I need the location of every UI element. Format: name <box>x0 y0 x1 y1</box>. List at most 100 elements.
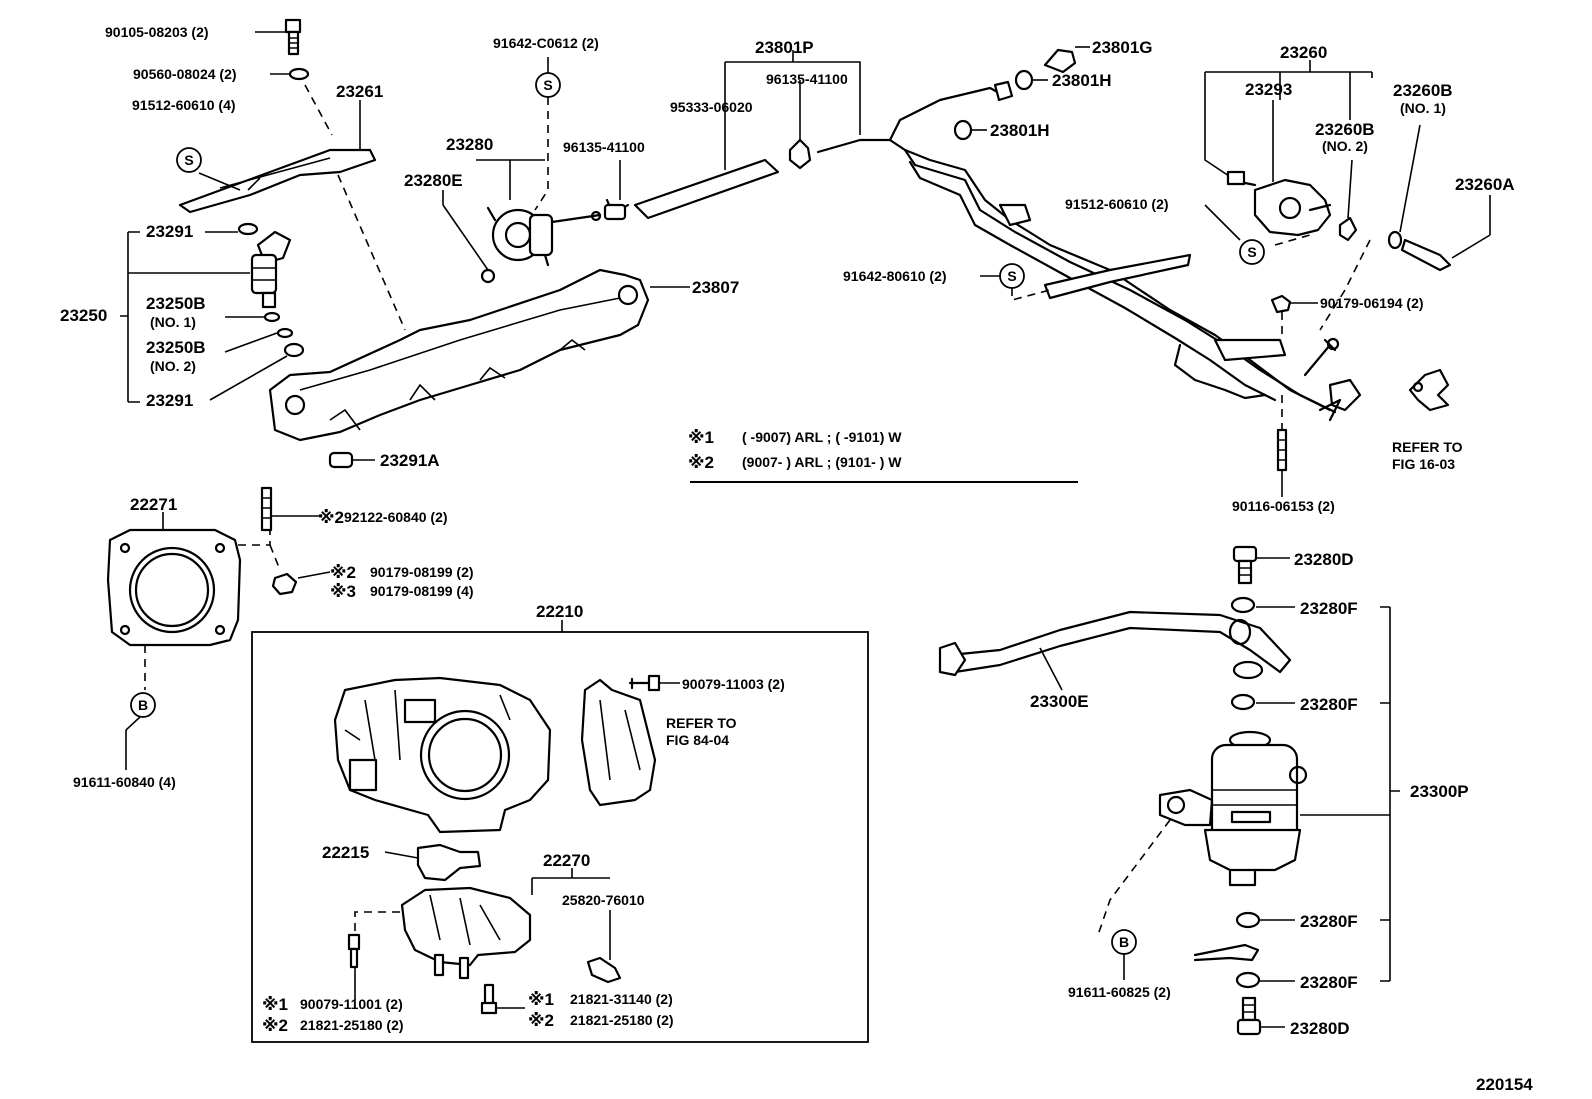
label-23807: 23807 <box>692 278 739 297</box>
svg-text:B: B <box>1119 934 1129 950</box>
label-90116: 90116-06153 (2) <box>1232 498 1335 514</box>
label-22270: 22270 <box>543 851 590 870</box>
label-22215: 22215 <box>322 843 369 862</box>
label-21821c: 21821-25180 (2) <box>570 1012 674 1028</box>
label-23260B2: 23260B <box>1315 120 1375 139</box>
svg-text:S: S <box>1007 268 1016 284</box>
label-23250b1: 23250B <box>146 294 206 313</box>
gasket-23280F-1 <box>1230 596 1256 614</box>
label-91611b: 91611-60825 (2) <box>1068 984 1171 1000</box>
label-23261: 23261 <box>336 82 383 101</box>
label-23260A: 23260A <box>1455 175 1515 194</box>
gasket-23280F-4 <box>1235 971 1261 989</box>
bracket-clip <box>1193 943 1260 962</box>
label-refer2b: FIG 84-04 <box>666 732 729 748</box>
label-23250: 23250 <box>60 306 107 325</box>
label-90179b: 90179-08199 (2) <box>370 564 474 580</box>
label-23291A: 23291A <box>380 451 440 470</box>
label-23280F4: 23280F <box>1300 973 1358 992</box>
label-23280D2: 23280D <box>1290 1019 1350 1038</box>
bolt-90105 <box>284 18 302 56</box>
label-23260B1: 23260B <box>1393 81 1453 100</box>
throttle-position-sensor <box>580 678 657 807</box>
label-22210: 22210 <box>536 602 583 621</box>
label-refer1a: REFER TO <box>1392 439 1463 455</box>
mark-2a: ※2 <box>318 508 344 527</box>
gasket-23280F-3 <box>1235 911 1261 929</box>
label-90179c: 90179-08199 (4) <box>370 583 474 599</box>
label-22271: 22271 <box>130 495 177 514</box>
gasket-22215 <box>416 843 482 882</box>
label-23291a: 23291 <box>146 222 193 241</box>
mark-1b: ※1 <box>528 990 554 1009</box>
note1-text: ( -9007) ARL ; ( -9101) W <box>742 429 902 445</box>
mark-2d: ※2 <box>528 1011 554 1030</box>
union-bolt-23280D-top <box>1232 545 1258 585</box>
hose-clamp-b <box>788 138 812 170</box>
label-91642b: 91642-80610 (2) <box>843 268 947 284</box>
s-symbol-pipe: S <box>999 263 1025 289</box>
label-23801H2: 23801H <box>990 121 1050 140</box>
bracket-refer-16-03 <box>1408 368 1450 412</box>
label-91611a: 91611-60840 (4) <box>73 774 176 790</box>
fuel-hose-95333 <box>633 158 780 220</box>
stud-92122 <box>260 486 273 532</box>
label-96135b: 96135-41100 <box>766 71 848 87</box>
label-no1a: (NO. 1) <box>150 314 196 330</box>
label-90179a: 90179-06194 (2) <box>1320 295 1424 311</box>
label-96135a: 96135-41100 <box>563 139 645 155</box>
label-23300P: 23300P <box>1410 782 1469 801</box>
symbol-s-bracket: S <box>176 147 202 173</box>
cap-23291A <box>328 451 354 469</box>
stud-90116 <box>1276 428 1288 472</box>
label-23801P: 23801P <box>755 38 814 57</box>
screw-90079-11001 <box>347 933 361 969</box>
mark-1a: ※1 <box>262 995 288 1014</box>
label-refer1b: FIG 16-03 <box>1392 456 1455 472</box>
label-23280F3: 23280F <box>1300 912 1358 931</box>
label-25820: 25820-76010 <box>562 892 645 908</box>
label-23280: 23280 <box>446 135 493 154</box>
label-21821b: 21821-31140 (2) <box>570 991 673 1007</box>
note2-mark: ※2 <box>688 453 714 472</box>
label-23300E: 23300E <box>1030 692 1089 711</box>
gasket-23801H-b <box>953 119 973 141</box>
label-no1b: (NO. 1) <box>1400 100 1446 116</box>
washer-90560 <box>288 67 310 81</box>
gasket-23280F-2 <box>1230 693 1256 711</box>
mark-2c: ※2 <box>262 1016 288 1035</box>
pulsation-damper-23293 <box>1226 170 1332 237</box>
fuel-pipe-assembly-23801 <box>816 80 1362 422</box>
svg-text:S: S <box>184 152 193 168</box>
union-bolt-23280D-bottom <box>1236 996 1262 1036</box>
label-92122: 92122-60840 (2) <box>344 509 448 525</box>
note2-text: (9007- ) ARL ; (9101- ) W <box>742 454 902 470</box>
s-symbol-regulator: S <box>535 72 561 98</box>
label-23801H1: 23801H <box>1052 71 1112 90</box>
hose-clamp-a <box>603 198 630 221</box>
label-90079b: 90079-11001 (2) <box>300 996 403 1012</box>
pressure-regulator-23280 <box>486 206 602 267</box>
label-95333: 95333-06020 <box>670 99 753 115</box>
bracket-23261 <box>178 148 377 214</box>
idle-air-control-valve-22270 <box>400 886 532 980</box>
label-23280F1: 23280F <box>1300 599 1358 618</box>
union-bolt-23260A <box>1400 238 1452 272</box>
svg-text:S: S <box>543 77 552 93</box>
mark-3: ※3 <box>330 582 356 601</box>
label-90105: 90105-08203 (2) <box>105 24 209 40</box>
throttle-body <box>333 676 552 834</box>
label-refer2a: REFER TO <box>666 715 737 731</box>
label-23280F2: 23280F <box>1300 695 1358 714</box>
label-23280D1: 23280D <box>1294 550 1354 569</box>
label-23291b: 23291 <box>146 391 193 410</box>
fuel-filter-23300P <box>1158 730 1308 887</box>
label-23250b2: 23250B <box>146 338 206 357</box>
label-90560: 90560-08024 (2) <box>133 66 237 82</box>
sensor-25820 <box>586 956 622 984</box>
gasket-22271 <box>106 528 242 647</box>
svg-text:B: B <box>138 697 148 713</box>
b-symbol-filter: B <box>1111 929 1137 955</box>
